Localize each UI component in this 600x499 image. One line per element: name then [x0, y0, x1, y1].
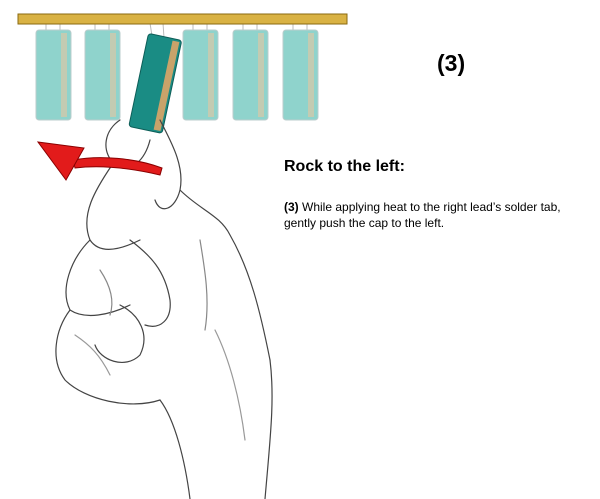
- capacitor-active: [128, 33, 182, 134]
- step-ref: (3): [284, 200, 299, 214]
- circuit-board: [17, 13, 348, 25]
- capacitors: [35, 29, 319, 134]
- step-instruction: (3) While applying heat to the right lea…: [284, 199, 584, 231]
- step-number: (3): [437, 50, 466, 76]
- instruction-text: While applying heat to the right lead’s …: [284, 200, 561, 230]
- rotate-left-arrow: [36, 141, 163, 181]
- hand-sketch: [55, 119, 273, 499]
- step-heading: Rock to the left:: [284, 158, 405, 175]
